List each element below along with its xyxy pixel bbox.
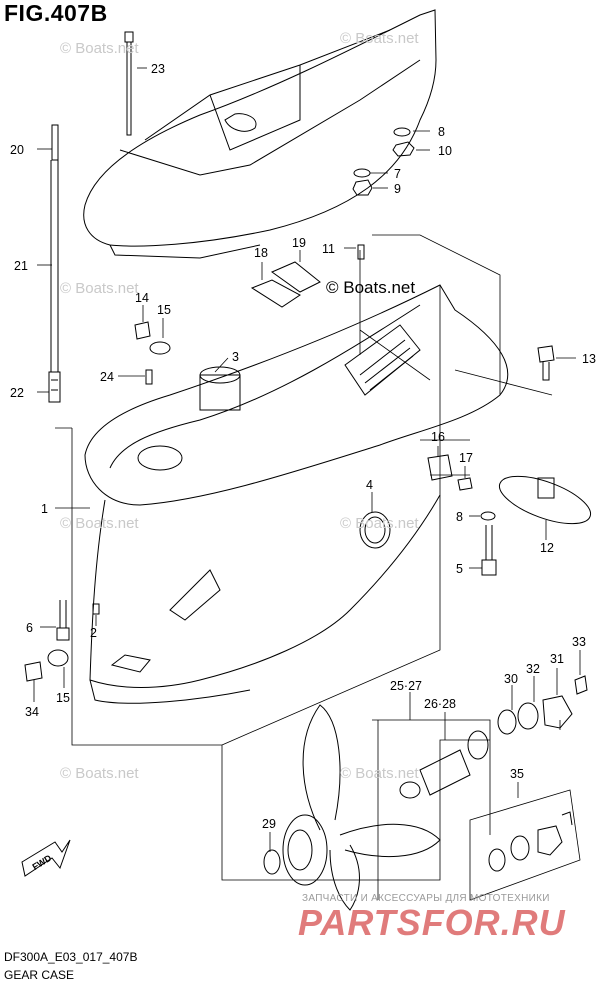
gear-case-body bbox=[84, 284, 509, 704]
callout-labels: 23 20 21 22 8 10 7 9 18 19 11 14 15 3 24… bbox=[10, 62, 596, 831]
callout-35: 35 bbox=[510, 767, 524, 781]
watermark: © Boats.net bbox=[60, 280, 139, 297]
parts-34-15-plug bbox=[24, 649, 69, 682]
callout-8a: 8 bbox=[438, 125, 445, 139]
watermark: © Boats.net bbox=[60, 40, 139, 57]
part-5-bolt bbox=[480, 511, 497, 576]
callout-10: 10 bbox=[438, 144, 452, 158]
callout-9: 9 bbox=[394, 182, 401, 196]
callout-20: 20 bbox=[10, 143, 24, 157]
callout-33: 33 bbox=[572, 635, 586, 649]
prop-hub-kit bbox=[399, 730, 489, 799]
callout-7: 7 bbox=[394, 167, 401, 181]
callout-23: 23 bbox=[151, 62, 165, 76]
leader-lines bbox=[33, 67, 581, 852]
callout-17: 17 bbox=[459, 451, 473, 465]
callout-14: 14 bbox=[135, 291, 149, 305]
callout-12: 12 bbox=[540, 541, 554, 555]
assembly-lines bbox=[55, 234, 581, 901]
callout-5: 5 bbox=[456, 562, 463, 576]
callout-6: 6 bbox=[26, 621, 33, 635]
callout-15b: 15 bbox=[56, 691, 70, 705]
parts-20-21-22-rod bbox=[48, 124, 61, 403]
part-24-pin bbox=[145, 369, 153, 385]
prop-nut-stack bbox=[497, 675, 588, 735]
parts-14-15-plug bbox=[134, 321, 171, 355]
part-23-cable-tie bbox=[124, 31, 134, 136]
callout-25-27: 25·27 bbox=[390, 679, 422, 693]
figure-title: FIG.407B bbox=[4, 0, 108, 26]
diagram-caption: GEAR CASE bbox=[4, 968, 75, 982]
banner-brand: PARTSFOR.RU bbox=[298, 902, 566, 943]
copyright-label: © Boats.net bbox=[326, 278, 416, 297]
fwd-label: FWD bbox=[30, 852, 53, 872]
watermark: © Boats.net bbox=[60, 515, 139, 532]
part-12-trim-tab bbox=[498, 475, 592, 525]
parts-2-6 bbox=[56, 600, 100, 641]
callout-30: 30 bbox=[504, 672, 518, 686]
callout-18: 18 bbox=[254, 246, 268, 260]
callout-15a: 15 bbox=[157, 303, 171, 317]
fwd-arrow bbox=[21, 839, 71, 877]
callout-4: 4 bbox=[366, 478, 373, 492]
callout-13: 13 bbox=[582, 352, 596, 366]
callout-31: 31 bbox=[550, 652, 564, 666]
callout-32: 32 bbox=[526, 662, 540, 676]
callout-19: 19 bbox=[292, 236, 306, 250]
parts-16-17-anode bbox=[427, 454, 473, 491]
part-4-ring bbox=[359, 511, 391, 549]
callout-3: 3 bbox=[232, 350, 239, 364]
callout-29: 29 bbox=[262, 817, 276, 831]
propeller bbox=[263, 704, 441, 911]
watermark: © Boats.net bbox=[340, 30, 419, 47]
callout-1: 1 bbox=[41, 502, 48, 516]
callout-26-28: 26·28 bbox=[424, 697, 456, 711]
banner-subtitle: ЗАПЧАСТИ И АКСЕССУАРЫ ДЛЯ МОТОТЕХНИКИ bbox=[302, 893, 550, 904]
diagram-code: DF300A_E03_017_407B bbox=[4, 950, 138, 964]
callout-21: 21 bbox=[14, 259, 28, 273]
watermark: © Boats.net bbox=[340, 765, 419, 782]
callout-16: 16 bbox=[431, 430, 445, 444]
callout-8b: 8 bbox=[456, 510, 463, 524]
callout-34: 34 bbox=[25, 705, 39, 719]
callout-22: 22 bbox=[10, 386, 24, 400]
part-13-bolt bbox=[537, 345, 555, 381]
part-11-pin bbox=[357, 244, 365, 260]
upper-cover bbox=[83, 9, 437, 259]
parts-18-19-pads bbox=[250, 261, 321, 308]
callout-11: 11 bbox=[322, 242, 335, 256]
callout-2: 2 bbox=[90, 626, 97, 640]
callout-24: 24 bbox=[100, 370, 114, 384]
part-35-kit bbox=[488, 811, 573, 872]
watermark: © Boats.net bbox=[340, 515, 419, 532]
watermark: © Boats.net bbox=[60, 765, 139, 782]
